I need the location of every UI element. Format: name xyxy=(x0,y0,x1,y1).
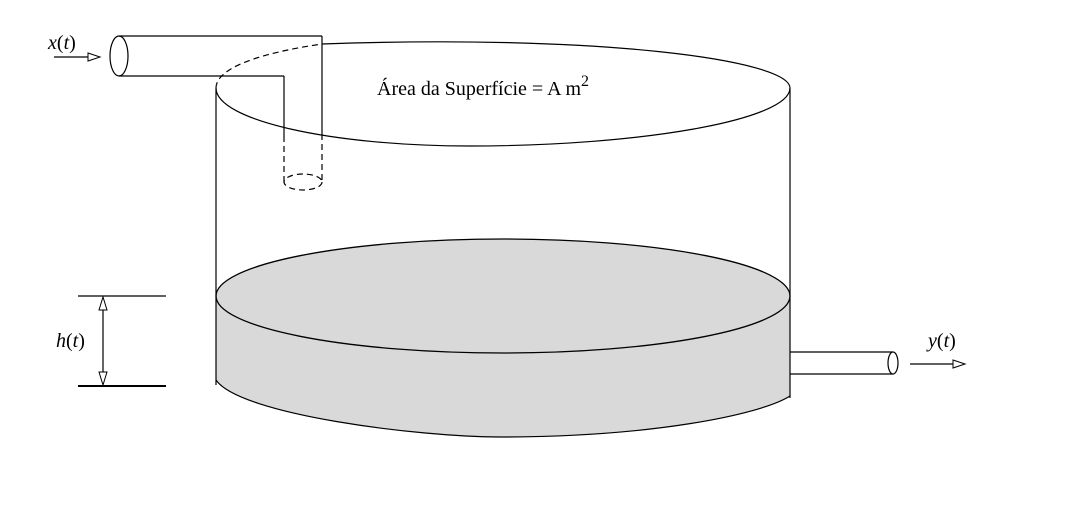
inlet-pipe xyxy=(109,35,323,191)
tank xyxy=(215,41,791,398)
inlet-pipe-hidden-outlet xyxy=(283,173,323,191)
area-exponent: 2 xyxy=(581,73,589,90)
tank-top-rim-hidden xyxy=(215,43,323,89)
liquid xyxy=(215,238,791,438)
input-arrow xyxy=(54,52,102,62)
height-arrow-down xyxy=(98,371,108,387)
outlet-pipe xyxy=(790,351,899,375)
surface-area-label: Área da Superfície = A m2 xyxy=(377,73,589,100)
input-arrow-head xyxy=(87,52,102,62)
tank-top-rim xyxy=(215,41,791,147)
inlet-pipe-opening xyxy=(109,35,129,77)
height-label: h(t) xyxy=(56,330,85,352)
output-arrow xyxy=(910,359,967,369)
height-arrow-up xyxy=(98,295,108,311)
output-arrow-head xyxy=(952,359,967,369)
height-dimension xyxy=(78,295,166,387)
input-flow-label: x(t) xyxy=(47,32,76,54)
liquid-surface xyxy=(215,238,791,354)
liquid-bottom-edge xyxy=(215,379,791,438)
output-flow-label: y(t) xyxy=(926,330,956,352)
outlet-pipe-opening xyxy=(887,351,899,375)
